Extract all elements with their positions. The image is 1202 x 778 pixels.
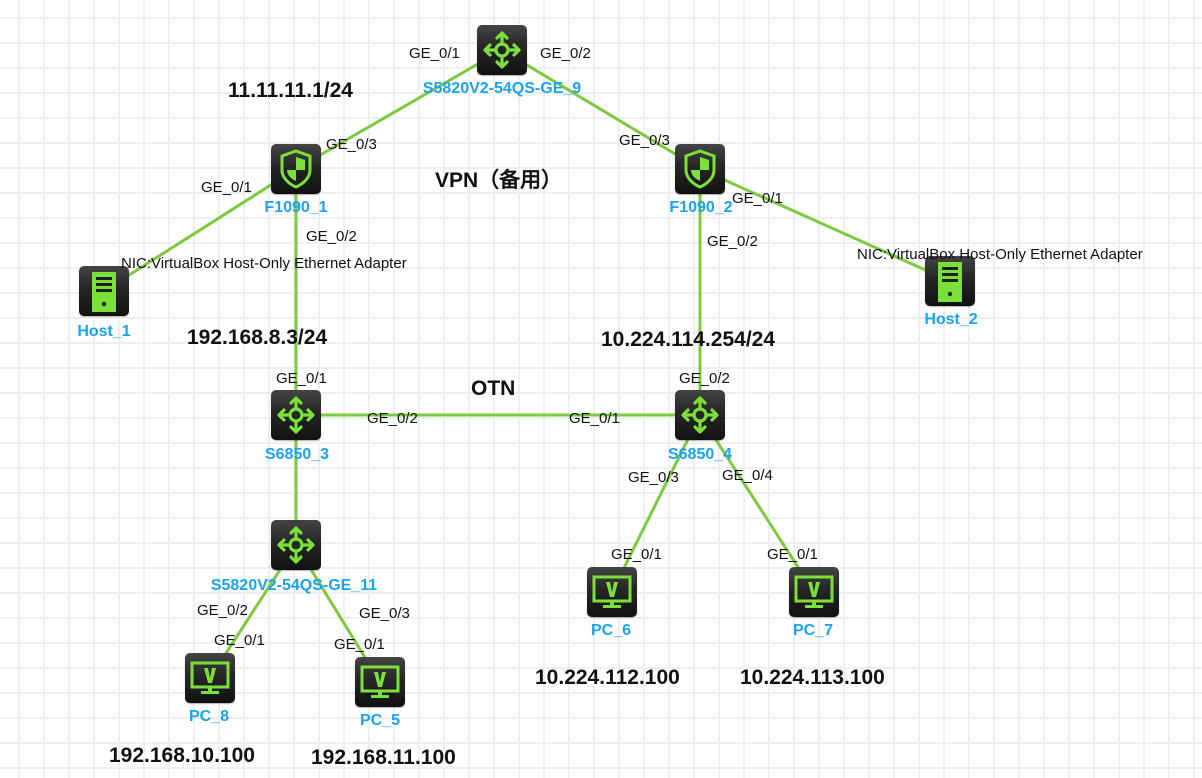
switch-node-s6850-4[interactable] bbox=[675, 390, 725, 440]
node-label[interactable]: PC_6 bbox=[590, 622, 632, 639]
port-label: GE_0/3 bbox=[359, 605, 410, 622]
ip-annotation[interactable]: 10.224.112.100 bbox=[535, 666, 680, 689]
vpn-annotation[interactable]: VPN（备用） bbox=[435, 169, 563, 192]
ip-annotation[interactable]: 10.224.113.100 bbox=[740, 666, 885, 689]
port-label: GE_0/1 bbox=[569, 410, 620, 427]
port-label: GE_0/2 bbox=[540, 45, 591, 62]
port-label: GE_0/1 bbox=[334, 636, 385, 653]
ip-annotation[interactable]: 192.168.8.3/24 bbox=[187, 326, 328, 349]
port-label: GE_0/3 bbox=[619, 132, 670, 149]
nic-label: NIC:VirtualBox Host-Only Ethernet Adapte… bbox=[857, 246, 1143, 263]
port-label: GE_0/4 bbox=[722, 467, 773, 484]
port-label: GE_0/1 bbox=[767, 546, 818, 563]
port-label: GE_0/3 bbox=[326, 136, 377, 153]
port-label: GE_0/2 bbox=[707, 233, 758, 250]
nic-label: NIC:VirtualBox Host-Only Ethernet Adapte… bbox=[121, 255, 407, 272]
ip-annotation[interactable]: 11.11.11.1/24 bbox=[228, 79, 353, 102]
ip-annotation[interactable]: 192.168.11.100 bbox=[311, 746, 456, 769]
node-label[interactable]: S6850_3 bbox=[264, 446, 330, 463]
port-label: GE_0/1 bbox=[214, 632, 265, 649]
node-label[interactable]: Host_1 bbox=[77, 323, 131, 340]
port-label: GE_0/1 bbox=[201, 179, 252, 196]
link-s5820_9-f1090_2[interactable] bbox=[501, 48, 701, 171]
host-node-host-2[interactable] bbox=[925, 256, 975, 306]
firewall-node-f1090-2[interactable] bbox=[675, 144, 725, 194]
node-label[interactable]: Host_2 bbox=[924, 311, 978, 328]
node-label[interactable]: S5820V2-54QS-GE_9 bbox=[422, 80, 582, 97]
port-label: GE_0/2 bbox=[679, 370, 730, 387]
link-s5820_9-f1090_1[interactable] bbox=[295, 48, 503, 171]
port-label: GE_0/2 bbox=[197, 602, 248, 619]
host-node-host-1[interactable] bbox=[79, 266, 129, 316]
node-label[interactable]: F1090_1 bbox=[264, 199, 328, 216]
router-node-s5820v2-ge-9[interactable] bbox=[477, 25, 527, 75]
switch-node-s6850-3[interactable] bbox=[271, 390, 321, 440]
port-label: GE_0/2 bbox=[306, 228, 357, 245]
switch-node-s5820v2-ge-11[interactable] bbox=[271, 520, 321, 570]
pc-node-pc-5[interactable] bbox=[355, 657, 405, 707]
pc-node-pc-8[interactable] bbox=[185, 653, 235, 703]
port-label: GE_0/3 bbox=[628, 469, 679, 486]
ip-annotation[interactable]: 10.224.114.254/24 bbox=[601, 328, 776, 351]
firewall-node-f1090-1[interactable] bbox=[271, 144, 321, 194]
node-label[interactable]: S5820V2-54QS-GE_11 bbox=[210, 577, 378, 594]
pc-node-pc-6[interactable] bbox=[587, 567, 637, 617]
pc-node-pc-7[interactable] bbox=[789, 567, 839, 617]
node-label[interactable]: PC_7 bbox=[792, 622, 834, 639]
node-label[interactable]: PC_5 bbox=[359, 712, 401, 729]
otn-annotation[interactable]: OTN bbox=[471, 377, 516, 400]
link-f1090_2-host_2[interactable] bbox=[699, 167, 951, 283]
port-label: GE_0/1 bbox=[409, 45, 460, 62]
node-label[interactable]: F1090_2 bbox=[669, 199, 733, 216]
link-s6850_4-pc_7[interactable] bbox=[698, 414, 816, 593]
port-label: GE_0/2 bbox=[367, 410, 418, 427]
link-f1090_1-host_1[interactable] bbox=[103, 167, 297, 293]
port-label: GE_0/1 bbox=[611, 546, 662, 563]
link-s6850_4-pc_6[interactable] bbox=[610, 414, 702, 593]
port-label: GE_0/1 bbox=[732, 190, 783, 207]
node-label[interactable]: PC_8 bbox=[188, 708, 230, 725]
node-label[interactable]: S6850_4 bbox=[667, 446, 733, 463]
ip-annotation[interactable]: 192.168.10.100 bbox=[109, 744, 255, 767]
port-label: GE_0/1 bbox=[276, 370, 327, 387]
